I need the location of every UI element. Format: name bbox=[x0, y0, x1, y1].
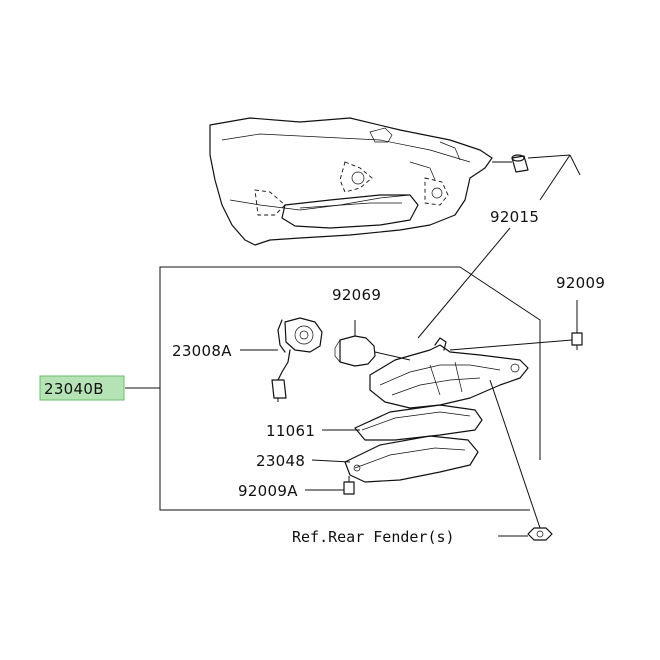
label-23040b-highlight bbox=[39, 375, 125, 401]
lens-23048-drawing bbox=[311, 435, 479, 483]
grommet-92015-drawing bbox=[492, 154, 529, 173]
gasket-11061-drawing bbox=[322, 404, 483, 441]
label-23040b[interactable]: 23040B bbox=[44, 380, 104, 398]
screw-92009-drawing bbox=[449, 300, 583, 351]
label-92015[interactable]: 92015 bbox=[490, 208, 539, 226]
label-23048[interactable]: 23048 bbox=[256, 452, 305, 470]
label-23008a[interactable]: 23008A bbox=[172, 342, 232, 360]
label-ref-rear-fender[interactable]: Ref.Rear Fender(s) bbox=[292, 528, 455, 546]
rear-fender-nut-drawing bbox=[498, 527, 553, 541]
label-92009a[interactable]: 92009A bbox=[238, 482, 298, 500]
screw-92009a-drawing bbox=[305, 476, 355, 495]
socket-23008a-drawing bbox=[240, 317, 323, 402]
label-11061[interactable]: 11061 bbox=[266, 422, 315, 440]
lamp-housing-drawing bbox=[369, 337, 541, 529]
bulb-92069-drawing bbox=[334, 320, 411, 367]
label-92009[interactable]: 92009 bbox=[556, 274, 605, 292]
rear-cowl-drawing bbox=[209, 117, 493, 246]
label-92069[interactable]: 92069 bbox=[332, 286, 381, 304]
